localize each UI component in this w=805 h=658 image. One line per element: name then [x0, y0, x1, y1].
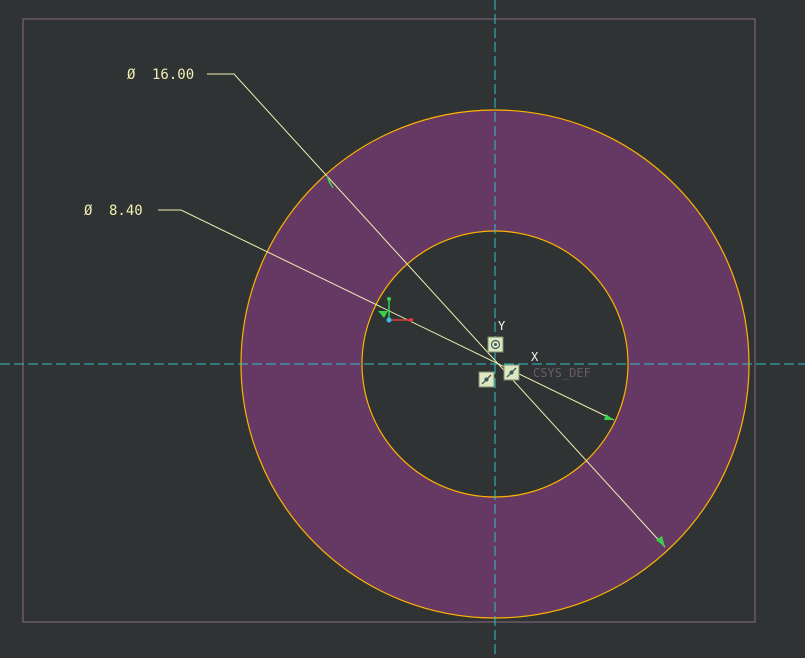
inner-diameter-arrow-top — [378, 311, 388, 318]
coincident-constraint-right-icon[interactable] — [503, 364, 520, 381]
outer-diameter-dimension[interactable]: Ø 16.00 — [127, 67, 666, 548]
inner-diameter-symbol: Ø — [84, 203, 93, 219]
csys-y-label: Y — [498, 319, 506, 333]
inner-diameter-leader — [158, 209, 615, 421]
triad-x-tip — [409, 318, 413, 322]
outer-diameter-arrow-bottom — [656, 536, 665, 547]
csys-def[interactable]: Y X CSYS_DEF — [478, 319, 591, 388]
coincident-constraint-left-icon[interactable] — [478, 371, 495, 388]
sketch-frame — [22, 18, 756, 623]
inner-diameter-arrow-bottom — [604, 414, 614, 420]
outer-diameter-leader — [207, 73, 666, 548]
inner-diameter-dimension[interactable]: Ø 8.40 — [84, 203, 615, 421]
center-constraint-icon[interactable] — [487, 336, 504, 353]
csys-name-label: CSYS_DEF — [533, 366, 591, 380]
triad-origin — [386, 317, 392, 323]
triad-y-tip — [387, 297, 391, 301]
inner-diameter-value: 8.40 — [109, 203, 143, 219]
outer-diameter-value: 16.00 — [152, 67, 194, 83]
outer-diameter-arrow-top — [326, 175, 334, 189]
csys-x-label: X — [531, 350, 539, 364]
orientation-triad — [386, 297, 413, 323]
outer-diameter-symbol: Ø — [127, 67, 136, 83]
ring-region[interactable] — [241, 110, 749, 618]
